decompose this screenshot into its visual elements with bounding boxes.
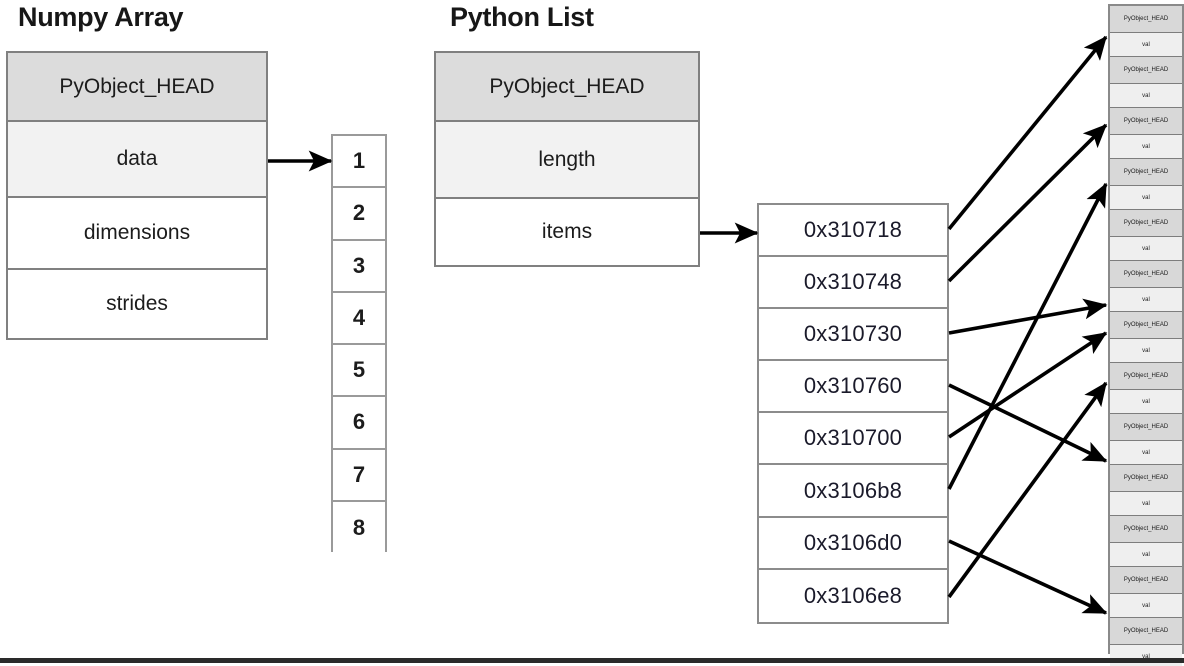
arrow-pointer-to-object-7 (947, 381, 1108, 599)
arrow-pointer-to-object-6 (948, 539, 1108, 615)
data-buffer-cell: 2 (333, 188, 385, 241)
heap-object-head-cell: PyObject_HEAD (1110, 363, 1182, 390)
heap-object-val-cell: val (1110, 84, 1182, 108)
data-buffer-cell: 7 (333, 449, 385, 502)
heap-object-head-cell: PyObject_HEAD (1110, 261, 1182, 288)
heap-object-val-cell: val (1110, 288, 1182, 312)
heap-object-val-cell: val (1110, 186, 1182, 210)
heap-object-head-cell: PyObject_HEAD (1110, 567, 1182, 594)
pointer-cell: 0x3106d0 (759, 517, 947, 570)
heap-object-head-cell: PyObject_HEAD (1110, 108, 1182, 135)
pylist-row-length: length (436, 122, 698, 199)
pointer-cell: 0x310760 (759, 361, 947, 414)
numpy-row-strides: strides (8, 270, 266, 338)
heap-object-val-cell: val (1110, 543, 1182, 567)
data-buffer-cell: 1 (333, 136, 385, 189)
heap-object-head-cell: PyObject_HEAD (1110, 516, 1182, 543)
data-buffer-cell: 3 (333, 240, 385, 293)
numpy-row-dimensions: dimensions (8, 198, 266, 270)
heap-object-val-cell: val (1110, 492, 1182, 516)
heap-object-val-cell: val (1110, 441, 1182, 465)
numpy-array-title: Numpy Array (18, 2, 184, 32)
heap-object-head-cell: PyObject_HEAD (1110, 465, 1182, 492)
arrow-pointer-to-object-2 (948, 298, 1108, 335)
arrow-pointer-to-object-0 (947, 35, 1108, 231)
numpy-row-pyobject-head: PyObject_HEAD (8, 53, 266, 122)
data-buffer-cell: 4 (333, 292, 385, 345)
arrow-pointer-to-object-1 (947, 123, 1108, 283)
numpy-row-data: data (8, 122, 266, 198)
pointer-cell: 0x3106b8 (759, 465, 947, 518)
arrow-pointer-to-object-3 (948, 383, 1108, 463)
data-buffer-cell: 8 (333, 501, 385, 554)
data-buffer-cell: 6 (333, 397, 385, 450)
data-buffer-cell: 5 (333, 345, 385, 398)
heap-object-head-cell: PyObject_HEAD (1110, 57, 1182, 84)
numpy-row-label: strides (106, 292, 168, 315)
heap-object-val-cell: val (1110, 33, 1182, 57)
heap-object-val-cell: val (1110, 339, 1182, 363)
pointer-cell: 0x310700 (759, 413, 947, 466)
pylist-row-label: length (538, 147, 596, 171)
pointer-cell: 0x310748 (759, 257, 947, 310)
heap-object-head-cell: PyObject_HEAD (1110, 210, 1182, 237)
heap-object-head-cell: PyObject_HEAD (1110, 159, 1182, 186)
heap-object-val-cell: val (1110, 135, 1182, 159)
pointer-cell: 0x3106e8 (759, 569, 947, 622)
heap-object-head-cell: PyObject_HEAD (1110, 6, 1182, 33)
heap-object-head-cell: PyObject_HEAD (1110, 312, 1182, 339)
bottom-divider (0, 658, 1184, 663)
heap-object-val-cell: val (1110, 594, 1182, 618)
heap-object-head-cell: PyObject_HEAD (1110, 618, 1182, 645)
numpy-row-label: dimensions (83, 221, 191, 244)
heap-object-head-cell: PyObject_HEAD (1110, 414, 1182, 441)
pylist-row-label: items (541, 220, 593, 243)
arrow-pointer-to-object-5 (947, 182, 1108, 490)
numpy-row-label: data (116, 147, 158, 170)
arrow-pointer-to-object-4 (948, 331, 1108, 439)
heap-object-val-cell: val (1110, 390, 1182, 414)
heap-object-val-cell: val (1110, 237, 1182, 261)
pylist-row-pyobject-head: PyObject_HEAD (436, 53, 698, 122)
pylist-row-items: items (436, 199, 698, 265)
pointer-cell: 0x310730 (759, 309, 947, 362)
numpy-row-label: PyObject_HEAD (59, 74, 215, 98)
pylist-row-label: PyObject_HEAD (489, 74, 645, 98)
pointer-cell: 0x310718 (759, 205, 947, 258)
python-list-title: Python List (450, 2, 594, 32)
